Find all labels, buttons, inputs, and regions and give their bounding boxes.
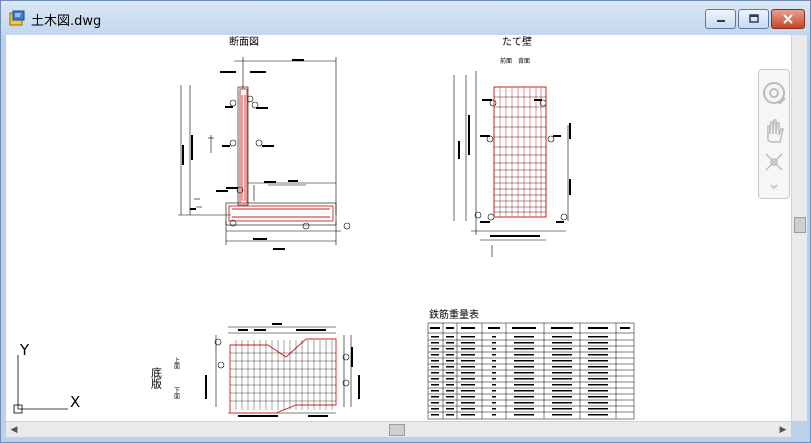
rebar-table-title: 鉄筋重量表 [429,308,479,321]
plan-view [214,326,352,414]
ucs-x-label: X [70,393,80,411]
plan-grid [230,340,336,410]
dwg-file-icon [9,10,25,26]
ucs-icon [13,355,68,414]
navigation-bar [758,69,790,199]
vertical-scroll-thumb[interactable] [794,217,806,233]
wall-view [453,71,569,257]
plan-rebar [229,338,337,414]
scroll-right-arrow-icon[interactable]: ▶ [779,425,787,435]
wall-annotations [458,99,571,237]
vertical-scrollbar[interactable] [791,35,807,421]
close-button[interactable] [771,9,805,29]
ucs-y-label: Y [19,341,30,359]
drawing-viewport[interactable]: 断面図 [6,35,791,421]
plan-label-top: 上面 [173,356,180,370]
wall-rebar-horizontal [494,96,546,213]
plan-labels: 底版 上面 下面 [150,356,180,400]
minimize-icon [716,20,725,22]
close-icon [783,14,793,24]
wall-view-subtitle: 前面 背面 [500,57,530,65]
cad-drawing[interactable]: 断面図 [6,35,791,421]
plan-label-bottom: 下面 [173,387,180,400]
section-annotations [182,59,304,250]
maximize-icon [748,14,759,23]
title-bar[interactable]: 土木図.dwg [1,1,810,35]
section-view-title: 断面図 [229,35,259,48]
pan-icon[interactable] [759,114,789,146]
horizontal-scroll-thumb[interactable] [389,424,405,436]
steering-wheel-icon[interactable] [759,74,789,112]
nav-dropdown-icon[interactable] [759,182,789,192]
plan-label-kanji: 底版 [150,366,163,390]
wall-view-title: たて壁 [502,35,532,48]
rebar-table-cells [430,327,630,416]
horizontal-scrollbar[interactable]: ◀ ▶ [6,421,791,437]
window-title: 土木図.dwg [31,14,102,29]
wall-rebar-grid [493,86,547,218]
section-rebar [228,88,334,222]
zoom-icon[interactable] [759,148,789,178]
section-view [178,57,351,245]
plan-annotations [205,323,360,417]
rebar-weight-table [427,322,635,420]
maximize-button[interactable] [738,9,769,29]
scroll-left-arrow-icon[interactable]: ◀ [10,425,18,435]
minimize-button[interactable] [705,9,736,29]
